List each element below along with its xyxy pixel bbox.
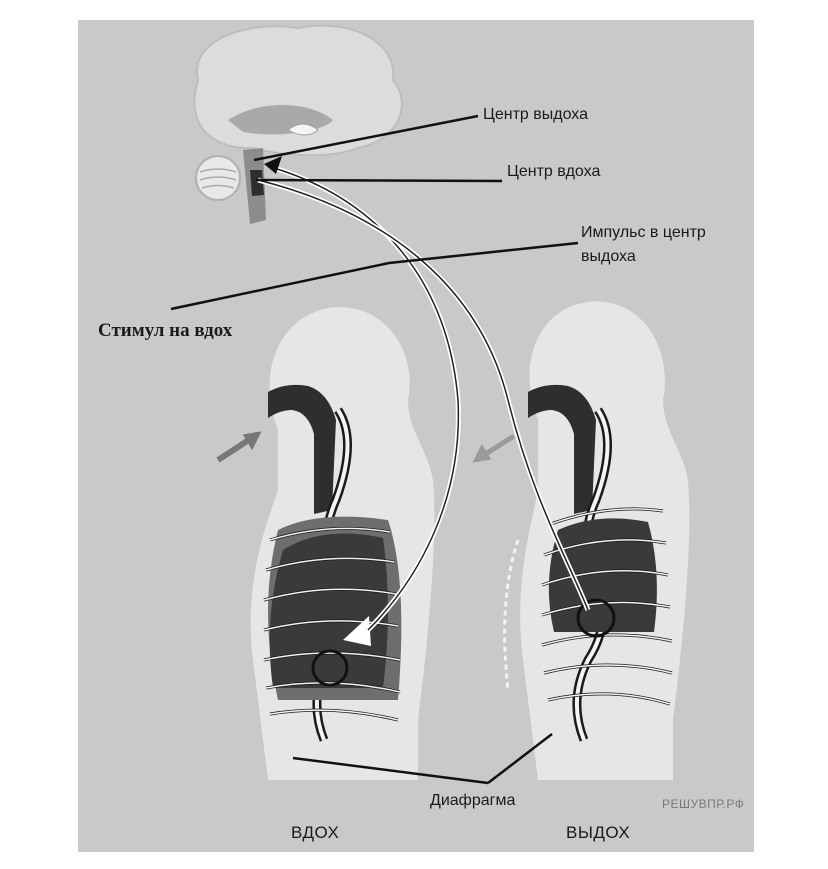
caption-exhale: ВЫДОХ bbox=[566, 823, 630, 843]
label-diaphragm: Диафрагма bbox=[430, 792, 515, 810]
caption-inhale: ВДОХ bbox=[291, 823, 339, 843]
respiration-diagram: Центр выдоха Центр вдоха Импульс в центр… bbox=[78, 20, 754, 852]
label-inhale-center: Центр вдоха bbox=[507, 163, 600, 181]
watermark: РЕШУВПР.РФ bbox=[662, 798, 744, 812]
label-stimulus: Стимул на вдох bbox=[98, 320, 232, 342]
label-exhale-center: Центр выдоха bbox=[483, 106, 588, 124]
exhale-torso-illustration bbox=[476, 302, 689, 780]
label-impulse-line2: выдоха bbox=[581, 248, 636, 266]
label-impulse-line1: Импульс в центр bbox=[581, 224, 706, 242]
diagram-artwork bbox=[78, 20, 754, 852]
inhale-torso-illustration bbox=[218, 307, 434, 780]
